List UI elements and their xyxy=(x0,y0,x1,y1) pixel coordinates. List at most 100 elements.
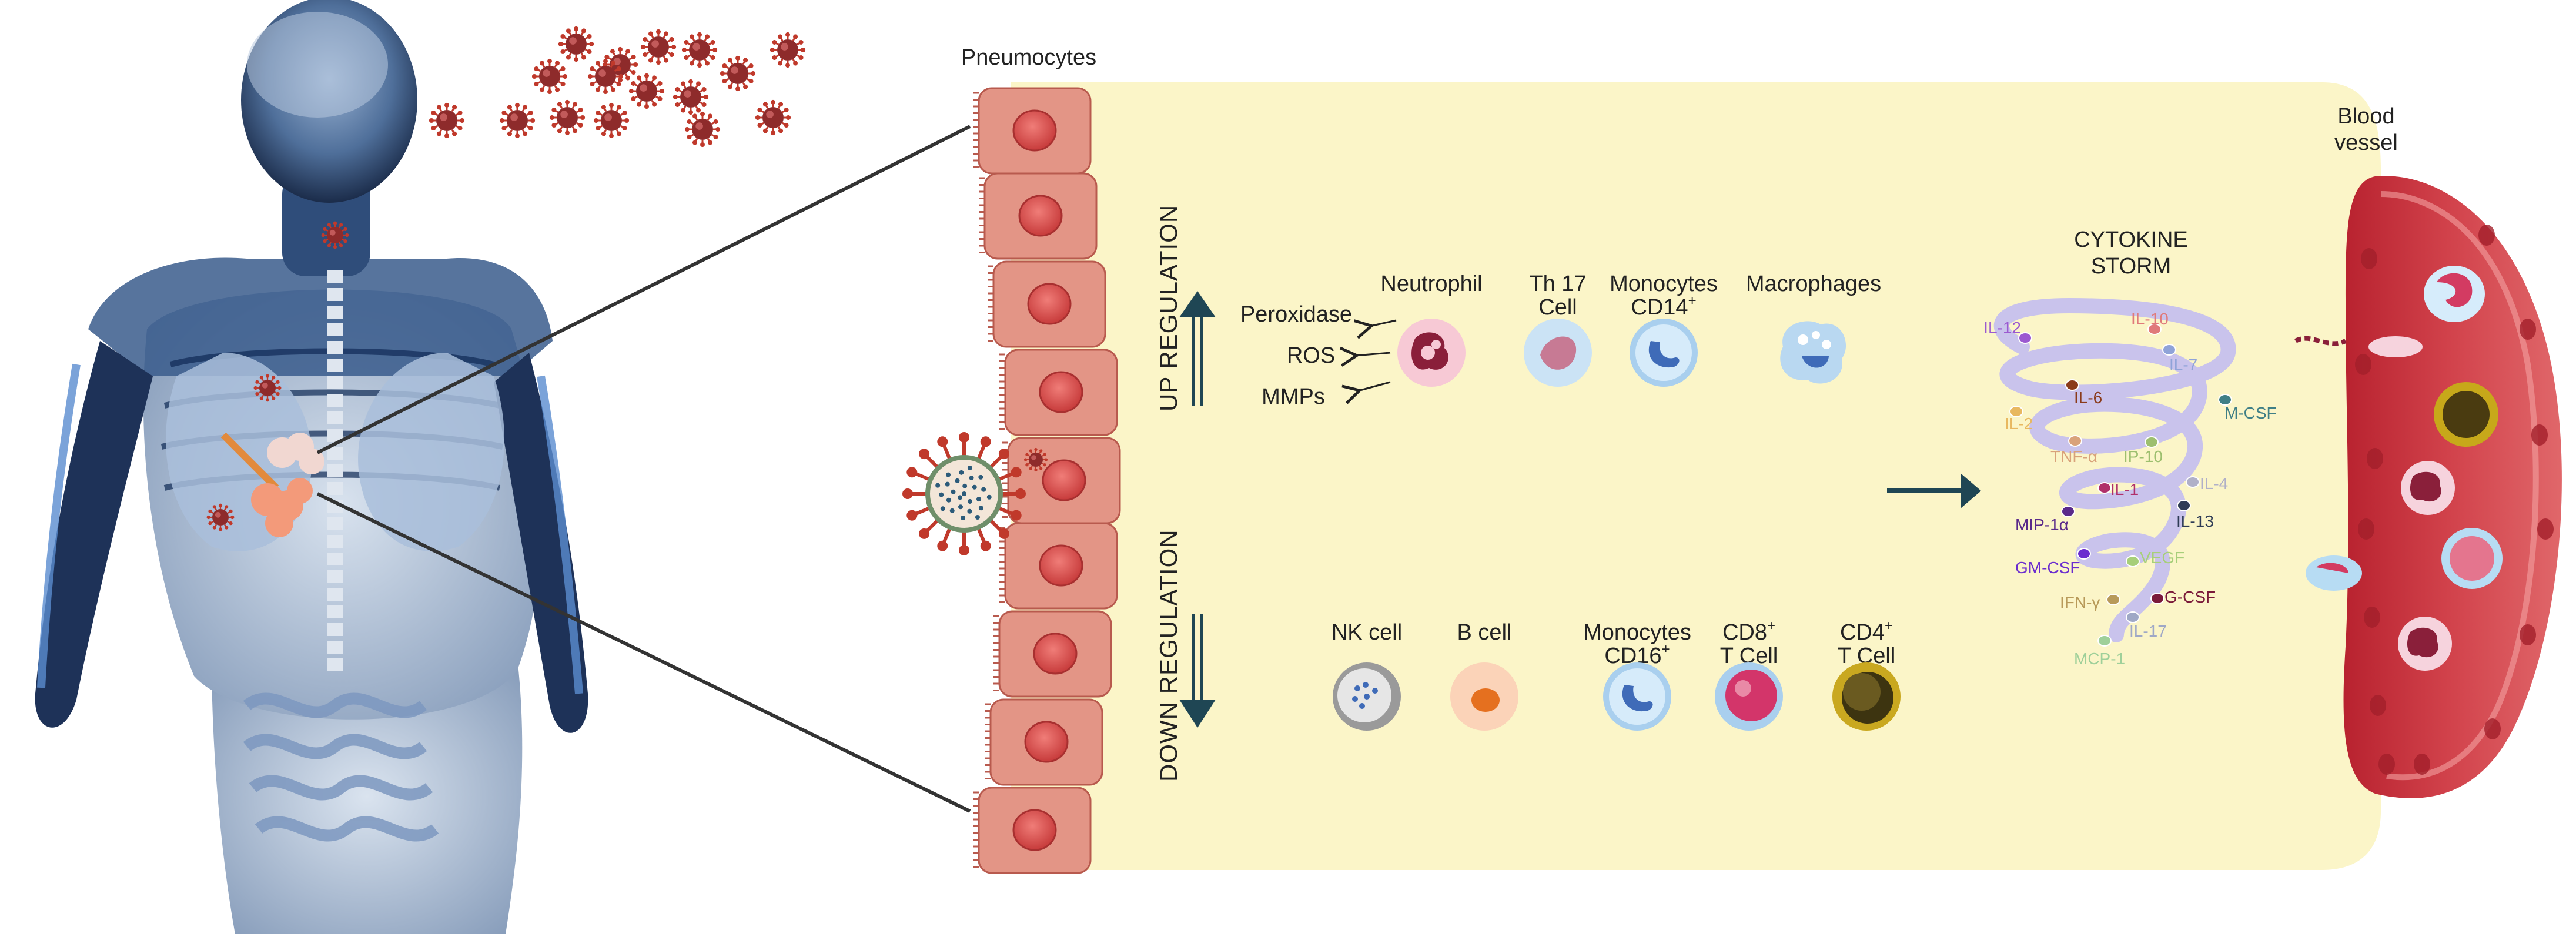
virus-particle-icon xyxy=(321,221,349,249)
cytokine-marker: IL-13 xyxy=(2176,500,2214,530)
vessel-cd4-t-cell-icon xyxy=(2434,382,2498,447)
monocyte-cd16-icon xyxy=(1603,662,1671,731)
endothelial-dot xyxy=(2478,225,2495,246)
cell-label-line1: CD4+ xyxy=(1840,618,1893,645)
pneumocyte-cell xyxy=(999,349,1118,436)
virus-particles-group xyxy=(206,26,806,531)
cd8-t-cell-icon xyxy=(1715,662,1783,731)
vessel-cd8-t-cell-icon xyxy=(2441,528,2503,589)
endothelial-dot xyxy=(2378,754,2395,775)
endothelial-dot xyxy=(2364,607,2380,628)
cytokine-marker: IL-1 xyxy=(2097,480,2139,498)
cytokine-storm-label-line2: STORM xyxy=(2091,254,2172,279)
human-body-illustration xyxy=(0,0,623,934)
cytokine-marker: M-CSF xyxy=(2218,394,2277,422)
b-cell-icon xyxy=(1450,662,1518,731)
monocyte-cd14-icon xyxy=(1630,319,1698,387)
up-regulation-indicator: UP REGULATION xyxy=(1155,205,1216,411)
cytokine-marker: MCP-1 xyxy=(2074,635,2125,668)
cytokine-label: IL-6 xyxy=(2074,389,2102,407)
virus-particle-icon xyxy=(499,102,536,139)
cell-nucleus-icon xyxy=(1042,459,1086,501)
neutrophil-product-label: ROS xyxy=(1287,343,1335,368)
cell-nucleus-icon xyxy=(1039,544,1083,587)
cell-label-line1: Th 17 xyxy=(1529,272,1586,296)
virus-particle-icon xyxy=(628,73,665,109)
cytokine-marker: G-CSF xyxy=(2150,588,2216,606)
cytokine-label: IP-10 xyxy=(2123,447,2163,466)
product-arrow xyxy=(1370,320,1397,326)
cell-nucleus-icon xyxy=(1018,195,1063,237)
pneumocyte-cell xyxy=(973,787,1092,874)
virus-particle-icon xyxy=(684,111,721,148)
pneumocyte-cell xyxy=(999,522,1118,610)
vessel-monocyte-icon xyxy=(2424,266,2485,322)
virus-particle-icon xyxy=(549,99,586,136)
neutrophil-product-label: MMPs xyxy=(1262,384,1325,409)
cytokine-label: IL-17 xyxy=(2129,622,2167,640)
endothelial-dot xyxy=(2414,754,2430,775)
cytokine-marker: IFN-γ xyxy=(2060,593,2120,611)
cell-nucleus-icon xyxy=(1039,371,1083,413)
pneumocyte-cell xyxy=(1002,437,1121,524)
cytokine-label: VEGF xyxy=(2140,548,2184,567)
cytokine-marker: IL-4 xyxy=(2186,474,2228,493)
cell-nucleus-icon xyxy=(1012,809,1057,851)
product-arrow xyxy=(1358,381,1391,391)
pneumocytes-label: Pneumocytes xyxy=(961,45,1096,70)
virus-particle-icon xyxy=(531,58,568,95)
endothelial-dot xyxy=(2361,248,2377,269)
cytokine-label: MCP-1 xyxy=(2074,650,2125,668)
macrophage-icon xyxy=(1780,321,1846,384)
down-arrow-icon xyxy=(1179,700,1216,728)
cell-nucleus-icon xyxy=(1033,633,1078,675)
virus-particle-icon xyxy=(558,26,594,62)
endothelial-dot xyxy=(2484,718,2501,739)
endothelial-dot xyxy=(2355,354,2371,375)
cytokine-label: IL-10 xyxy=(2131,310,2169,328)
cell-label-line1: CD8+ xyxy=(1722,618,1775,645)
cytokine-marker: VEGF xyxy=(2126,548,2184,567)
endothelial-dot xyxy=(2531,424,2548,446)
endothelial-dot xyxy=(2367,448,2383,469)
virus-particle-icon xyxy=(673,79,709,115)
cd4-t-cell-icon xyxy=(1832,662,1901,731)
pneumocyte-column xyxy=(973,87,1121,874)
virus-particle-icon xyxy=(429,102,465,139)
cytokine-marker: IL-12 xyxy=(1983,319,2032,344)
cell-label-line1: Neutrophil xyxy=(1380,272,1482,296)
virus-particle-icon xyxy=(587,58,624,95)
virus-particle-icon xyxy=(206,503,235,531)
zoom-line-top xyxy=(316,125,971,454)
cytokine-label: IL-2 xyxy=(2005,414,2033,433)
extravasating-monocyte-icon xyxy=(2306,555,2362,591)
nk-cell-icon xyxy=(1333,662,1401,731)
cytokine-marker: IL-2 xyxy=(2005,406,2033,433)
virus-particle-icon xyxy=(681,32,718,68)
product-arrow xyxy=(1355,353,1391,356)
cytokine-label: IL-1 xyxy=(2110,480,2139,498)
virus-particle-icon xyxy=(593,102,630,139)
vessel-neutrophil-icon-2 xyxy=(2398,617,2452,671)
cytokine-marker: IL-7 xyxy=(2162,344,2197,374)
cytokine-marker: MIP-1α xyxy=(2015,506,2075,534)
cell-nucleus-icon xyxy=(1024,721,1069,763)
cell-nucleus-icon xyxy=(1027,283,1072,325)
cell-label-line1: NK cell xyxy=(1332,620,1402,645)
cell-label-line1: Macrophages xyxy=(1746,272,1881,296)
down-regulation-label: DOWN REGULATION xyxy=(1155,529,1182,782)
cytokine-label: IFN-γ xyxy=(2060,593,2100,611)
cytokine-label: M-CSF xyxy=(2224,404,2277,422)
cytokine-marker: IP-10 xyxy=(2123,436,2163,466)
pneumocyte-cell xyxy=(973,87,1092,175)
pneumocyte-cell xyxy=(985,698,1103,786)
cytokine-marker: TNF-α xyxy=(2050,435,2097,466)
cytokine-label: IL-4 xyxy=(2200,474,2228,493)
cytokine-label: GM-CSF xyxy=(2015,558,2080,577)
blood-vessel-label-line1: Blood xyxy=(2337,104,2394,129)
virus-particle-icon xyxy=(640,29,677,65)
neutrophil-product-label: Peroxidase xyxy=(1240,302,1352,327)
storm-arrow-head-icon xyxy=(1961,473,1981,508)
